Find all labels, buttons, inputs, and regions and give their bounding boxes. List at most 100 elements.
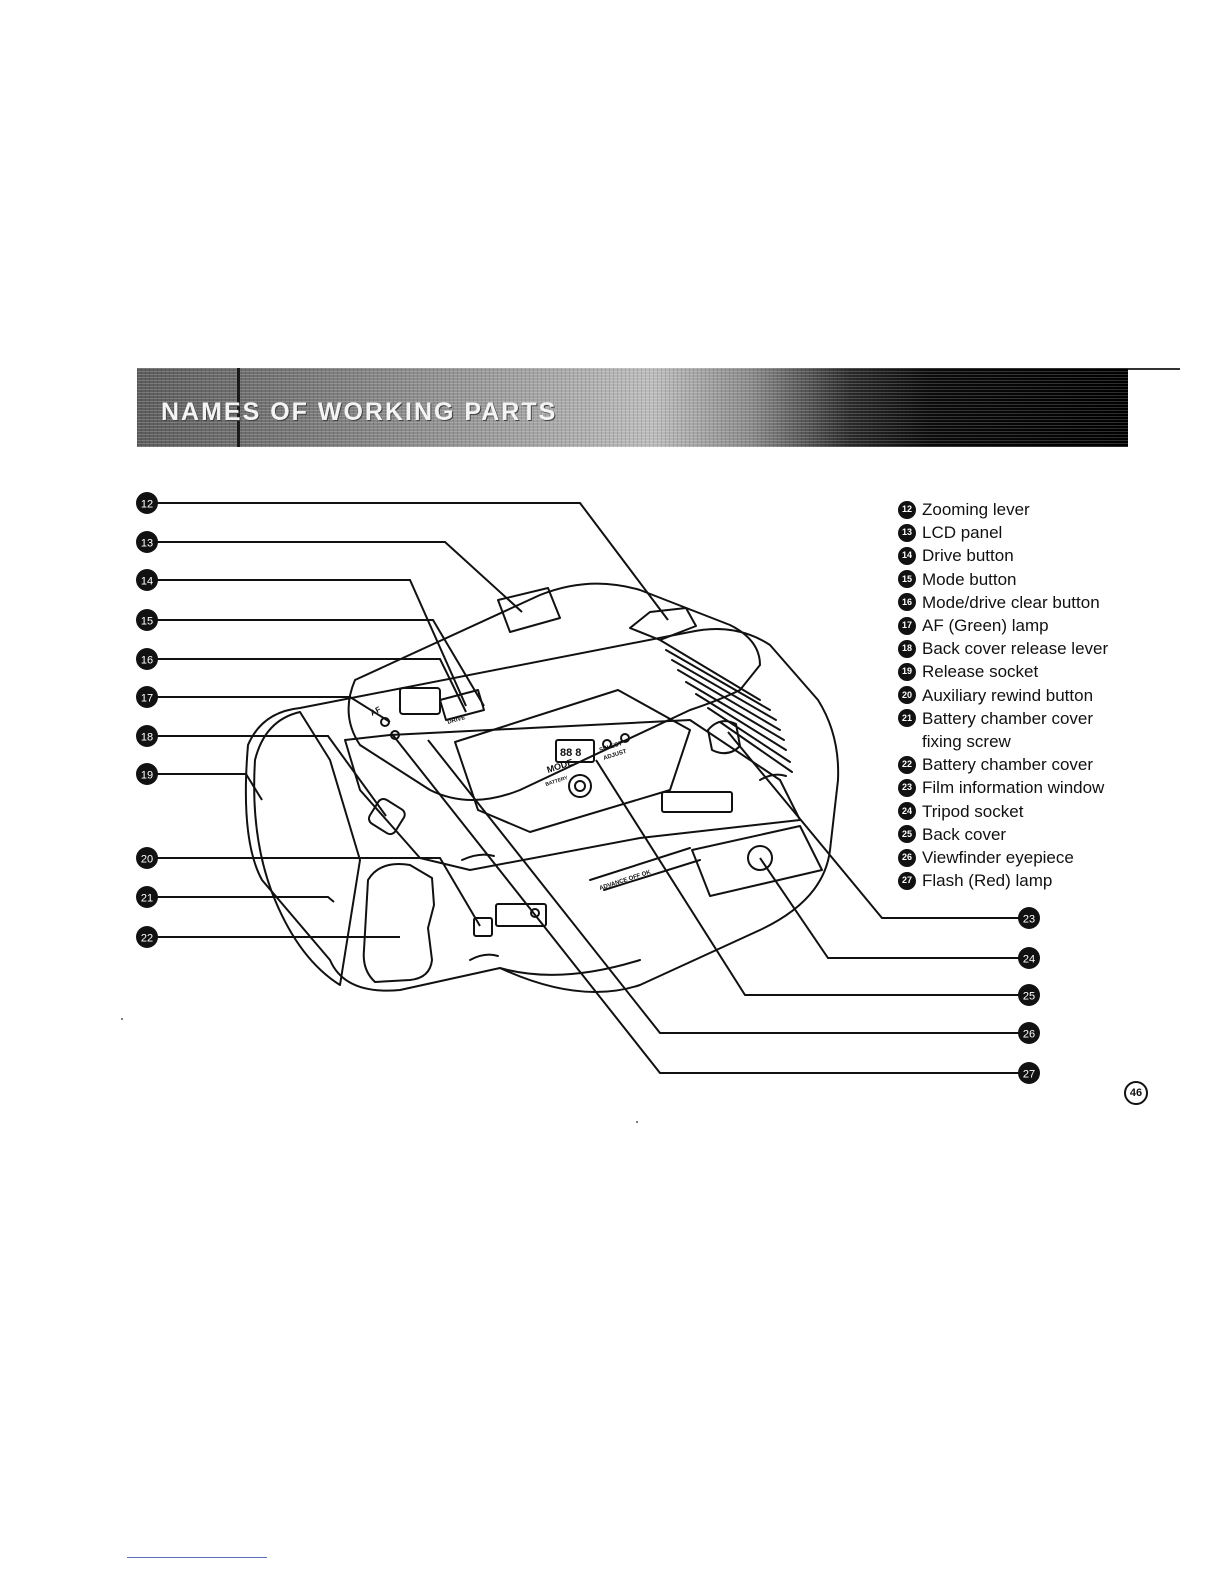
legend-number: 15 [898,570,916,589]
legend-label: Battery chamber cover fixing screw [922,708,1094,752]
legend-number: 25 [898,825,916,844]
legend-number: 13 [898,523,916,542]
grip [253,711,361,986]
legend-item: 23 Film information window [898,776,1198,799]
lcd-panel-shape [497,587,561,633]
callout-23: 23 [1018,907,1040,929]
callout-24: 24 [1018,947,1040,969]
callout-19: 19 [136,763,158,785]
leader-lines [156,502,1022,1074]
rewind-button [473,917,493,937]
legend-item: 17 AF (Green) lamp [898,614,1198,637]
footer-rule [127,1557,267,1558]
legend-number: 19 [898,662,916,681]
legend-label: Back cover release lever [922,639,1109,659]
legend-number: 21 [898,709,916,728]
legend-label: Auxiliary rewind button [922,685,1094,705]
legend-item: 14 Drive button [898,544,1198,567]
callout-20: 20 [136,847,158,869]
section-header-banner: NAMES OF WORKING PARTS [137,368,1128,447]
rewind-slider [495,903,547,927]
legend-item: 18 Back cover release lever [898,637,1198,660]
legend-label: Zooming lever [922,500,1030,519]
banner-divider [237,368,240,447]
svg-text:27: 27 [1023,1069,1035,1081]
callout-15: 15 [136,609,158,631]
legend-number: 17 [898,616,916,635]
callout-17: 17 [136,686,158,708]
legend-label: Mode/drive clear button [922,592,1100,612]
legend-number: 23 [898,778,916,797]
legend-item: 13 LCD panel [898,521,1198,544]
callout-26: 26 [1018,1022,1040,1044]
callout-21: 21 [136,886,158,908]
legend-number: 20 [898,686,916,705]
svg-text:21: 21 [141,893,153,905]
svg-text:17: 17 [141,693,153,705]
top-deck [347,582,761,801]
legend-label: Tripod socket [922,801,1024,821]
callout-27: 27 [1018,1062,1040,1084]
legend-item: 25 Back cover [898,823,1198,846]
legend-label: Flash (Red) lamp [922,871,1053,891]
scan-speck [121,1018,123,1020]
legend-label: Battery chamber cover [922,755,1094,775]
svg-text:16: 16 [141,655,153,667]
legend-label: AF (Green) lamp [922,616,1049,636]
svg-text:14: 14 [141,576,153,588]
callout-13: 13 [136,531,158,553]
tripod-socket-plate [691,825,823,897]
legend-label: Film information window [922,778,1105,798]
legend-number: 26 [898,848,916,867]
callout-12: 12 [136,492,158,514]
svg-text:24: 24 [1023,954,1035,966]
legend-label: Mode button [922,569,1017,589]
svg-text:22: 22 [141,933,153,945]
svg-text:26: 26 [1023,1029,1035,1041]
header-rule [1128,368,1180,370]
camera-label-warning: ADVANCE OFF OK [599,869,652,891]
film-info-window [661,791,733,813]
svg-text:18: 18 [141,732,153,744]
svg-text:12: 12 [141,499,153,511]
legend-number: 18 [898,639,916,658]
svg-text:20: 20 [141,854,153,866]
scan-speck [636,1121,638,1123]
drive-button-shape [439,689,485,721]
legend-label: Back cover [922,824,1007,844]
callout-16: 16 [136,648,158,670]
legend-item: 21 Battery chamber cover fixing screw [898,707,1198,753]
legend-number: 12 [898,500,916,519]
camera-label-af: AF [369,705,383,718]
legend-number: 16 [898,593,916,612]
back-cover-lever [367,797,406,836]
tripod-socket-shape [747,845,773,871]
back-cover-panel [344,719,801,871]
svg-text:15: 15 [141,616,153,628]
callout-14: 14 [136,569,158,591]
page-number: 46 [1124,1081,1148,1105]
callout-25: 25 [1018,984,1040,1006]
legend-item: 16 Mode/drive clear button [898,591,1198,614]
mode-panel [454,689,691,833]
legend-label: Drive button [922,546,1014,566]
legend-number: 22 [898,755,916,774]
legend-item: 20 Auxiliary rewind button [898,684,1198,707]
camera-body-outline [244,627,840,993]
mode-button-shape [568,774,592,798]
battery-chamber-cover [362,863,435,983]
mode-lcd [555,739,595,763]
legend-number: 14 [898,546,916,565]
section-title: NAMES OF WORKING PARTS [161,398,558,426]
legend-item: 12 Zooming lever [898,498,1198,521]
parts-legend: 12 Zooming lever 13 LCD panel 14 Drive butt… [898,498,1198,892]
svg-text:23: 23 [1023,914,1035,926]
zoom-lever-shape [629,607,697,641]
legend-item: 22 Battery chamber cover [898,753,1198,776]
callout-22: 22 [136,926,158,948]
legend-label: LCD panel [922,523,1003,543]
